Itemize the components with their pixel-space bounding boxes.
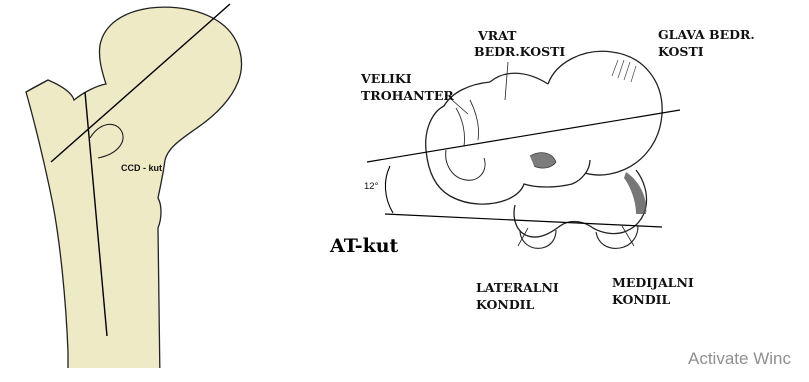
medial-condyle-label-line2: KONDIL (612, 292, 671, 307)
ccd-angle-label: CCD - kut (121, 163, 162, 173)
neck-label-line2: BEDR.KOSTI (474, 44, 565, 59)
bottom-band (0, 368, 300, 382)
trochanter-label-line1: VELIKI (360, 71, 412, 86)
head-label-line2: KOSTI (658, 44, 704, 59)
at-angle-title: AT-kut (329, 235, 399, 257)
lateral-condyle-label-line1: LATERALNI (476, 280, 559, 295)
head-label-line1: GLAVA BEDR. (658, 27, 755, 42)
trochanter-label-line2: TROHANTER (361, 88, 454, 103)
neck-label-line1: VRAT (477, 28, 517, 43)
at-angle-value: 12° (364, 181, 379, 192)
at-angle-arc (385, 166, 393, 213)
femur-axial-view-figure: VRAT BEDR.KOSTI GLAVA BEDR. KOSTI VELIKI… (329, 27, 755, 312)
femur-bone-shape (26, 7, 241, 382)
medial-condyle-label-line1: MEDIJALNI (612, 275, 694, 290)
proximal-femur-figure: CCD - kut (0, 4, 300, 382)
activate-windows-watermark: Activate Winc (688, 349, 791, 369)
lateral-condyle-label-line2: KONDIL (476, 297, 535, 312)
